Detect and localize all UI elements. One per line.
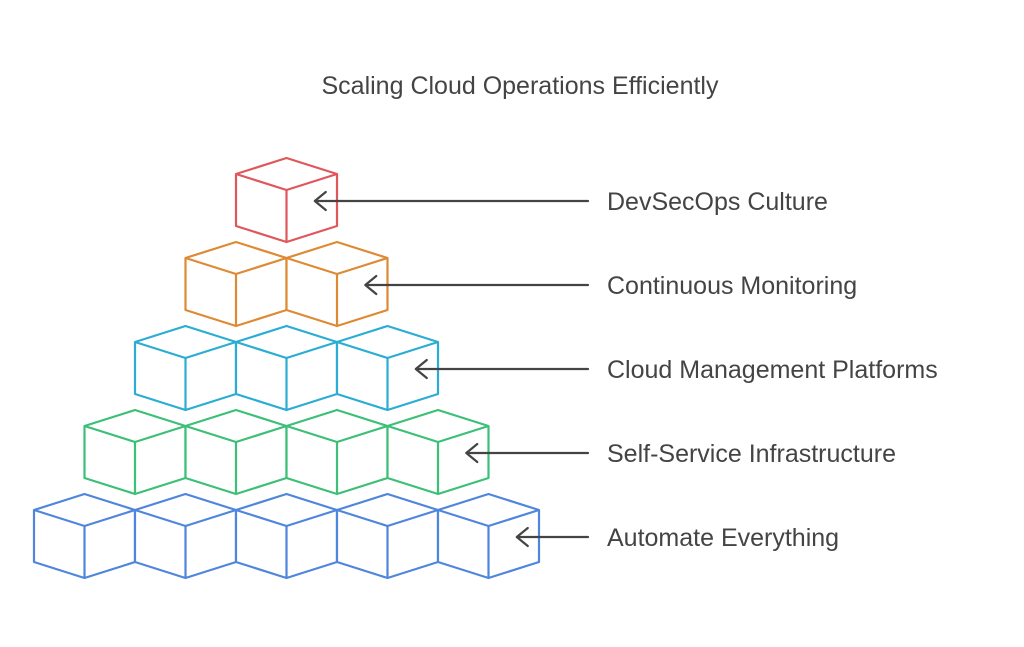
tier-cubes-3 (133, 324, 440, 412)
cube (184, 408, 288, 496)
cube (285, 240, 389, 328)
cube (83, 408, 187, 496)
tier-arrow-3 (414, 358, 590, 380)
cube (335, 324, 440, 412)
cube (234, 324, 339, 412)
cube (436, 492, 541, 580)
tier-cubes-4 (83, 408, 490, 496)
tier-arrow-4 (465, 442, 590, 464)
tier-label-3: Cloud Management Platforms (607, 356, 938, 384)
tier-cubes-5 (32, 492, 541, 580)
tier-arrow-1 (313, 190, 590, 212)
tier-arrows (313, 190, 590, 548)
cube (234, 156, 339, 244)
tier-cubes-2 (184, 240, 389, 328)
cube (32, 492, 137, 580)
tier-label-2: Continuous Monitoring (607, 272, 857, 300)
cube (234, 492, 339, 580)
cube (133, 492, 238, 580)
tier-label-5: Automate Everything (607, 524, 839, 552)
diagram-title: Scaling Cloud Operations Efficiently (322, 72, 719, 100)
cube (285, 408, 389, 496)
cube (184, 240, 288, 328)
cube (335, 492, 440, 580)
tier-arrow-5 (515, 526, 590, 548)
cube (386, 408, 490, 496)
tier-label-4: Self-Service Infrastructure (607, 440, 896, 468)
cube (133, 324, 238, 412)
tier-arrow-2 (364, 274, 590, 296)
tier-label-1: DevSecOps Culture (607, 188, 828, 216)
tier-cubes-1 (234, 156, 339, 244)
cube-stack (32, 156, 541, 580)
